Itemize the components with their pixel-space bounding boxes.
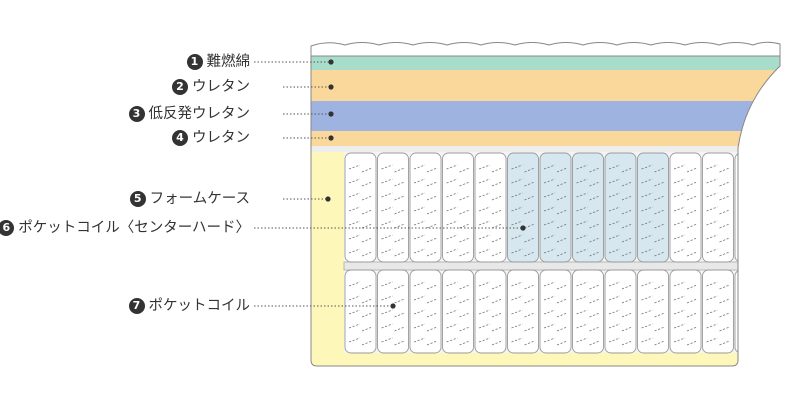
coil-spring-stroke [478,164,503,257]
coil-spring-stroke [706,164,730,257]
leader-lines [254,59,526,309]
label-number-badge: 5 [129,191,146,207]
coil-center-hard [539,152,572,263]
label-text: ウレタン [192,79,250,95]
label-text: ポケットコイル [148,298,251,314]
coil-spring-stroke [511,281,535,346]
coil-spring-stroke [381,164,405,257]
coil [539,269,572,354]
coil [669,152,702,263]
mattress-outline [310,55,781,367]
label-foam-case: 5 フォームケース [129,188,250,210]
label-urethane-bottom: 4 ウレタン [172,127,250,149]
coil-spring-stroke [771,281,780,346]
coil [734,152,767,263]
mattress-top-edge [310,41,781,56]
layer-urethane-top [311,70,780,101]
coil [734,269,767,354]
coil-spring-stroke [608,164,633,257]
leader-dot [328,59,334,65]
coil [409,269,442,354]
coil-spring-stroke [348,281,373,346]
coil [377,269,409,354]
coil-spring-stroke [641,164,665,257]
coil-spring-stroke [348,164,373,257]
coil-row-divider [343,261,780,271]
coil [669,269,702,354]
coil-spring-stroke [706,281,730,346]
layer-foam-case [311,152,344,353]
label-urethane-top: 2 ウレタン [172,76,250,98]
label-number-badge: 1 [186,54,203,70]
coil-spring-stroke [608,281,633,346]
layer-flame-retardant-cotton [311,56,780,70]
label-number-badge: 7 [128,298,145,314]
coil-spring-stroke [738,281,763,346]
label-pocket-coil: 7 ポケットコイル [128,295,251,317]
foam-case-bottom [311,353,741,366]
layer-low-resilience-urethane [311,101,780,131]
coil-spring-stroke [641,281,665,346]
leader-dot [328,111,334,117]
label-number-badge: 6 [0,220,15,236]
coil-spring-stroke [543,164,568,257]
coil [377,152,409,263]
label-number-badge: 3 [128,106,145,122]
coil [572,269,604,354]
coil [767,152,780,263]
coil-spring-stroke [576,164,600,257]
coil [344,269,377,354]
coil [702,269,734,354]
label-text: 低反発ウレタン [148,106,251,122]
coil-spring-stroke [673,164,698,257]
coil [474,152,507,263]
leader-dot [328,135,334,141]
layer-urethane-bottom [311,131,780,146]
coil-spring-stroke [576,281,600,346]
coil [409,152,442,263]
label-pocket-coil-center-hard: 6 ポケットコイル〈センターハード〉 [0,217,250,239]
coil-spring-stroke [413,164,438,257]
coil [767,269,780,354]
layer-separator [311,146,780,152]
coil-center-hard [507,152,539,263]
label-number-badge: 4 [172,130,188,146]
leader-dot [325,196,331,202]
coil [474,269,507,354]
label-text: ポケットコイル〈センターハード〉 [18,220,250,236]
coil [344,152,377,263]
coil-center-hard [604,152,637,263]
coil-center-hard [637,152,669,263]
coil-spring-stroke [413,281,438,346]
label-low-resilience-urethane: 3 低反発ウレタン [128,103,251,125]
mattress-body [311,56,780,366]
coil-spring-stroke [446,281,470,346]
coil-spring-stroke [478,281,503,346]
coil [604,269,637,354]
coil [442,269,474,354]
leader-dot [328,84,334,90]
label-flame-retardant-cotton: 1 難燃綿 [186,51,251,73]
coil-spring-stroke [738,164,763,257]
leader-dot [390,303,396,309]
coil-center-hard [572,152,604,263]
coil-spring-stroke [446,164,470,257]
label-text: フォームケース [149,191,250,207]
coil-spring-stroke [511,164,535,257]
coil-spring-stroke [543,281,568,346]
coil [637,269,669,354]
coil-spring-stroke [771,164,780,257]
coil [507,269,539,354]
coil-spring-stroke [381,281,405,346]
label-text: ウレタン [192,130,250,146]
coil [442,152,474,263]
label-text: 難燃綿 [206,54,251,70]
label-number-badge: 2 [172,79,188,95]
leader-dot [520,225,526,231]
coil [702,152,734,263]
coil-spring-stroke [673,281,698,346]
